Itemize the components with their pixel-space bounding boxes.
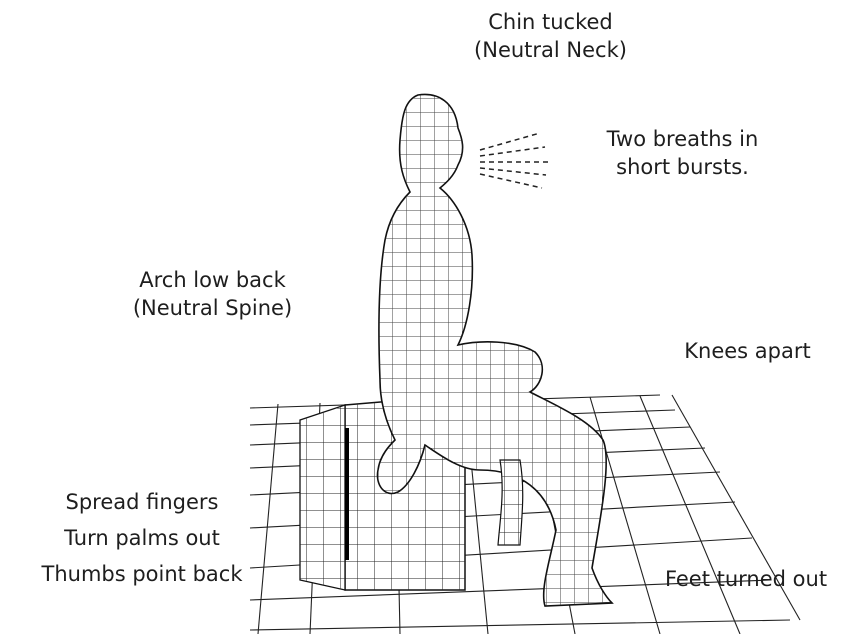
label-two-breaths: Two breaths in short bursts. [570,125,795,181]
breath-dashes [480,133,548,188]
label-hands: Spread fingers Turn palms out Thumbs poi… [8,484,276,592]
label-feet-turned-out: Feet turned out [640,565,852,593]
label-knees-apart: Knees apart [655,337,840,365]
label-chin-tucked: Chin tucked (Neutral Neck) [438,8,663,64]
label-arch-low-back: Arch low back (Neutral Spine) [100,266,325,322]
